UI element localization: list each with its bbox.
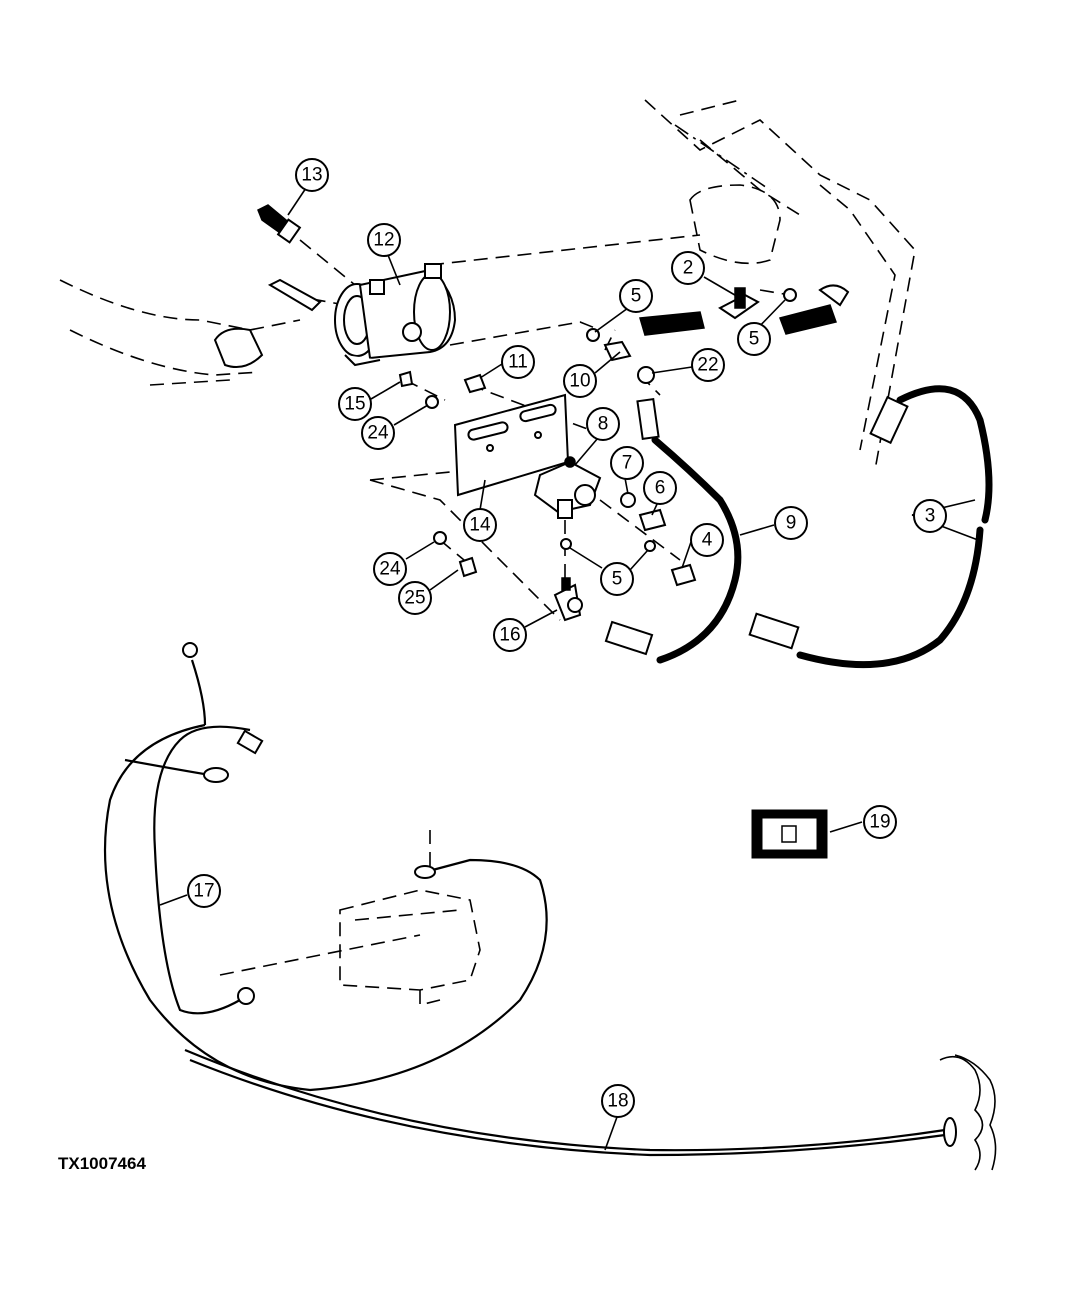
callout-24-b-label: 24 [379, 559, 401, 580]
callout-22: 22 [691, 348, 725, 382]
callout-7-label: 7 [622, 453, 633, 474]
callout-18: 18 [601, 1084, 635, 1118]
callout-17-label: 17 [193, 881, 214, 902]
callout-5-b-label: 5 [749, 329, 760, 350]
callout-4: 4 [690, 523, 724, 557]
callout-11: 11 [501, 345, 535, 379]
part-2-fitting [718, 287, 760, 320]
callout-19: 19 [863, 805, 897, 839]
part-13-sensor [257, 204, 302, 244]
callout-10: 10 [563, 364, 597, 398]
callout-8: 8 [586, 407, 620, 441]
callout-6-label: 6 [655, 478, 666, 499]
hose-fittings-right [639, 284, 850, 336]
callout-11-label: 11 [508, 352, 528, 373]
callouts: 13 12 2 5 5 11 10 22 15 24 8 7 6 9 3 14 … [187, 158, 947, 1118]
callout-16: 16 [493, 618, 527, 652]
callout-15-label: 15 [344, 394, 365, 415]
callout-5-c: 5 [600, 562, 634, 596]
machine-outline [59, 99, 916, 976]
callout-10-label: 10 [569, 371, 590, 392]
callout-12-label: 12 [373, 230, 394, 251]
callout-3: 3 [913, 499, 947, 533]
mounting-bolt [267, 278, 322, 312]
figure-id: TX1007464 [58, 1154, 146, 1173]
callout-16-label: 16 [499, 625, 520, 646]
callout-17: 17 [187, 874, 221, 908]
small-parts [398, 328, 697, 587]
callout-13-label: 13 [301, 165, 322, 186]
callout-25-label: 25 [404, 588, 425, 609]
callout-24-a-label: 24 [367, 423, 389, 444]
callout-12: 12 [367, 223, 401, 257]
callout-15: 15 [338, 387, 372, 421]
callout-14: 14 [463, 508, 497, 542]
starter-motor-outline [339, 889, 481, 1007]
part-12-valve-housing [334, 263, 457, 367]
part-17-wiring-harness [103, 642, 548, 1092]
callout-5-a-label: 5 [631, 286, 642, 307]
callout-2: 2 [671, 251, 705, 285]
callout-5-c-label: 5 [612, 569, 623, 590]
hose-3 [748, 385, 993, 669]
callout-4-label: 4 [702, 530, 713, 551]
part-19-decal [751, 809, 828, 859]
part-16-elbow [553, 577, 583, 622]
callout-6: 6 [643, 471, 677, 505]
intake-pipe [213, 327, 264, 368]
part-14-mounting-plate [453, 393, 570, 497]
part-18-cable [184, 1048, 997, 1171]
callout-7: 7 [610, 446, 644, 480]
callout-19-label: 19 [869, 812, 890, 833]
callout-24-a: 24 [361, 416, 395, 450]
hose-9 [604, 397, 742, 664]
callout-5-b: 5 [737, 322, 771, 356]
callout-24-b: 24 [373, 552, 407, 586]
part-8-valve-block [533, 456, 602, 519]
callout-14-label: 14 [469, 515, 491, 536]
callout-13: 13 [295, 158, 329, 192]
callout-2-label: 2 [683, 258, 694, 279]
callout-18-label: 18 [607, 1091, 628, 1112]
callout-9: 9 [774, 506, 808, 540]
callout-5-a: 5 [619, 279, 653, 313]
callout-leaders [159, 184, 979, 1151]
callout-3-label: 3 [925, 506, 936, 527]
callout-8-label: 8 [598, 414, 609, 435]
callout-9-label: 9 [786, 513, 797, 534]
callout-25: 25 [398, 581, 432, 615]
callout-22-label: 22 [697, 355, 718, 376]
